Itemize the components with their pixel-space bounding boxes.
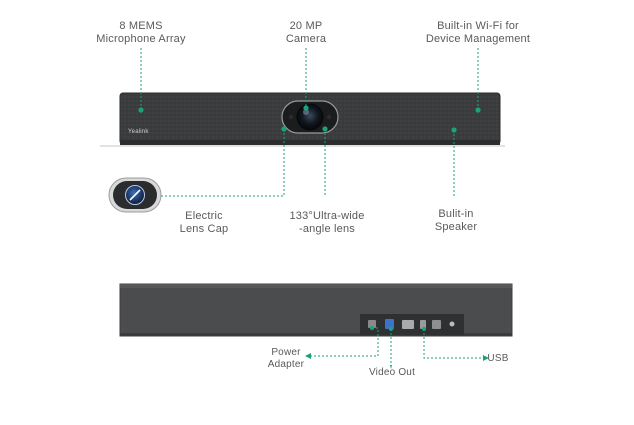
leader-dot (389, 327, 393, 331)
label-mic-array: 8 MEMS Microphone Array (96, 20, 186, 45)
arrow-power (305, 353, 311, 359)
leader-lines (140, 48, 484, 364)
leader-dot (451, 127, 457, 133)
label-lens: 133°Ultra-wide -angle lens (289, 210, 365, 235)
leader-power (310, 327, 379, 357)
label-camera: 20 MP Camera (285, 20, 327, 45)
leader-lens-cap (161, 129, 285, 197)
leader-dot (422, 327, 426, 331)
device-logo: Yealink (128, 129, 149, 135)
label-lens-cap: Electric Lens Cap (179, 210, 229, 235)
arrow-usb (483, 355, 489, 361)
label-power: Power Adapter (267, 347, 305, 370)
lens-cap-icon (108, 177, 162, 213)
leader-usb (423, 329, 484, 359)
front-bar (119, 92, 501, 145)
camera-lens (296, 103, 324, 131)
leader-dot (475, 107, 481, 113)
leader-dots (138, 105, 481, 331)
leader-dot (322, 126, 328, 132)
label-usb: USB (487, 353, 509, 364)
leader-dot (370, 326, 374, 330)
back-bar (119, 283, 513, 337)
leader-dot (281, 126, 287, 132)
leader-dot (138, 107, 144, 113)
arrow-video (390, 365, 392, 369)
label-speaker: Bulit-in Speaker (434, 208, 478, 233)
label-wifi: Built-in Wi-Fi for Device Management (425, 20, 531, 45)
leader-dot (303, 105, 309, 111)
label-video-out: Video Out (368, 367, 416, 378)
